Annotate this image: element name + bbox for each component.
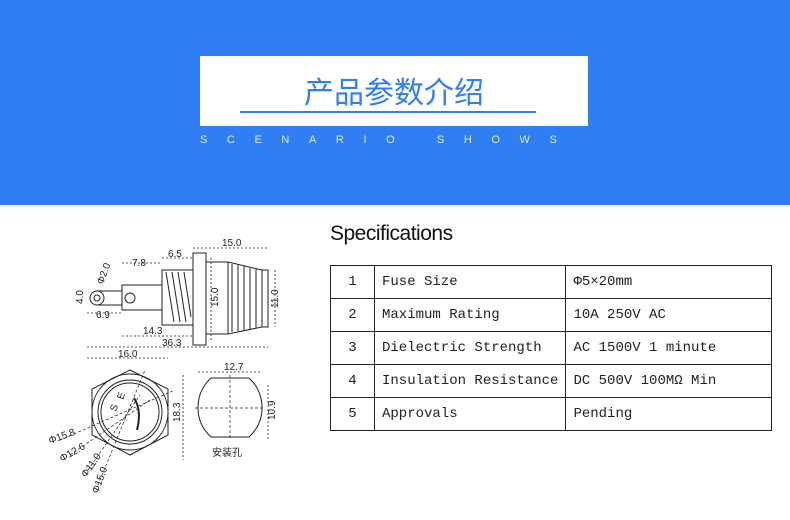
dim-label: 15.0 (210, 287, 221, 307)
spec-name: Dielectric Strength (373, 331, 567, 365)
dim-label: 10.9 (267, 400, 278, 420)
dim-label: 36.3 (162, 338, 182, 349)
dimension-labels: 15.0 6.5 7.8 Φ2.0 4.0 6.9 14.3 36.3 15.0… (47, 238, 281, 495)
spec-value: DC 500V 100MΩ Min (565, 364, 772, 398)
dim-label: 6.5 (168, 249, 182, 260)
spec-name: Insulation Resistance (373, 364, 567, 398)
title-box: 产品参数介绍 (200, 56, 588, 126)
row-number: 4 (330, 364, 375, 398)
dim-label: 4.0 (75, 290, 86, 304)
specifications-heading: Specifications (330, 222, 453, 245)
row-number: 1 (330, 265, 375, 299)
header-banner: 产品参数介绍 SCENARIO SHOWS (0, 0, 790, 205)
dim-label: Φ15.8 (47, 427, 77, 447)
cap-mark: S (108, 403, 121, 413)
spec-name: Maximum Rating (373, 298, 567, 332)
subtitle: SCENARIO SHOWS (200, 134, 577, 146)
dim-label: 14.3 (143, 326, 163, 337)
row-number: 5 (330, 397, 375, 431)
spec-value: AC 1500V 1 minute (565, 331, 772, 365)
dim-label: 7.8 (132, 258, 146, 269)
page-title: 产品参数介绍 (304, 76, 484, 111)
dim-label: 11.0 (270, 289, 281, 308)
title-underline (240, 111, 536, 113)
front-view (59, 369, 176, 486)
row-number: 3 (330, 331, 375, 365)
dimension-lines (87, 247, 276, 460)
spec-name: Fuse Size (373, 265, 567, 299)
dim-label: 12.7 (224, 362, 244, 373)
spec-value: Pending (565, 397, 772, 431)
dim-label: Φ12.6 (58, 441, 88, 464)
spec-value: Φ5×20mm (565, 265, 772, 299)
row-number: 2 (330, 298, 375, 332)
dim-label: Φ2.0 (95, 261, 113, 286)
dim-label: 16.0 (118, 349, 138, 360)
cap-mark: E (115, 391, 128, 401)
side-view (89, 252, 269, 346)
dim-label: 18.3 (172, 402, 183, 422)
mounting-hole-label: 安装孔 (212, 446, 242, 459)
fuse-holder-drawing: 15.0 6.5 7.8 Φ2.0 4.0 6.9 14.3 36.3 15.0… (47, 238, 281, 495)
mounting-hole-shape (197, 377, 263, 438)
dim-label: 6.9 (96, 310, 110, 321)
spec-value: 10A 250V AC (565, 298, 772, 332)
dim-label: 15.0 (222, 238, 242, 249)
spec-name: Approvals (373, 397, 567, 431)
